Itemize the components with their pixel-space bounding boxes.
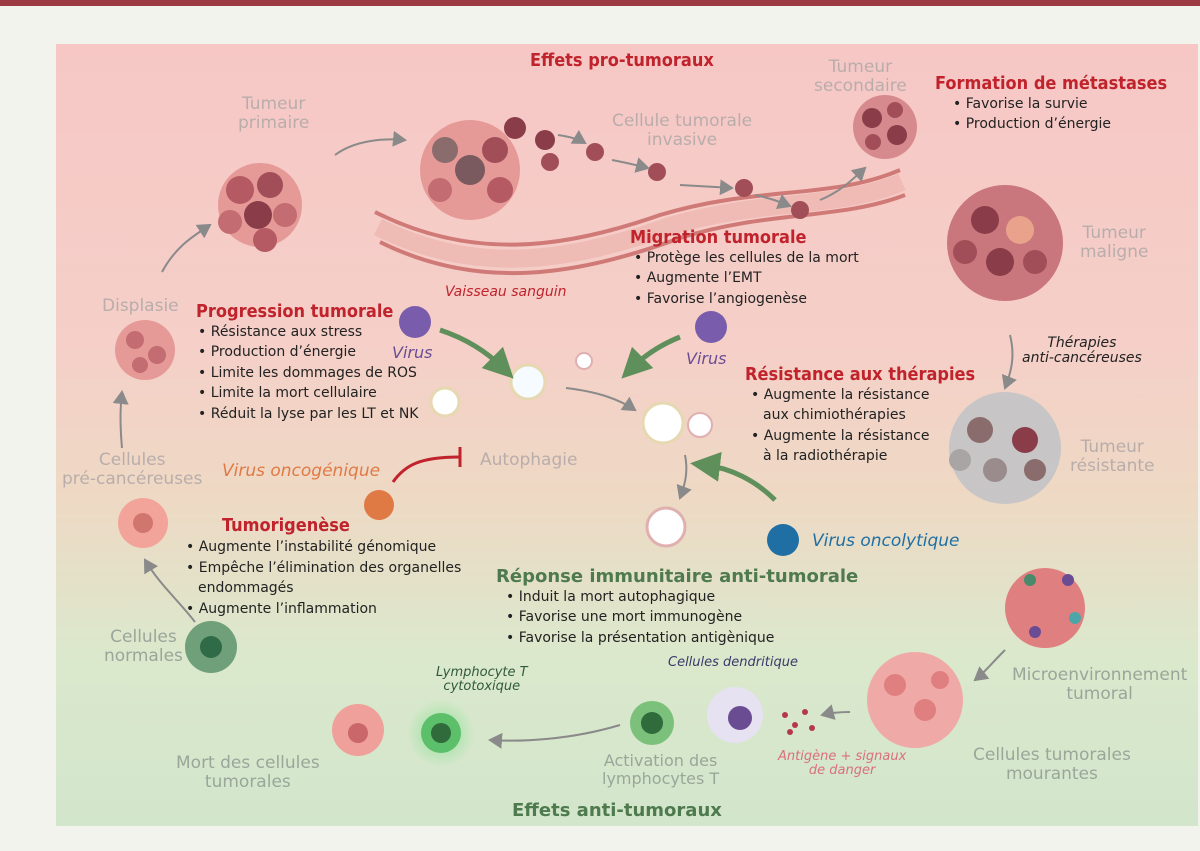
resistance-item: Augmente la résistance bbox=[751, 426, 975, 447]
virus-arrows bbox=[439, 327, 777, 502]
dead-tumor-cell bbox=[332, 704, 384, 756]
box-tumorigenesis: Tumorigenèse bbox=[222, 516, 350, 536]
resistant-tumor bbox=[949, 392, 1061, 504]
box-migration-title: Migration tumorale bbox=[630, 227, 807, 248]
pro-tumoral-title: Effets pro-tumoraux bbox=[530, 50, 714, 71]
resistance-item: Augmente la résistance bbox=[751, 385, 975, 406]
box-resistance: Résistance aux thérapies Augmente la rés… bbox=[745, 365, 975, 467]
tumorigenesis-item: Augmente l’instabilité génomique bbox=[186, 537, 461, 558]
label-dysplasia: Displasie bbox=[102, 296, 179, 316]
virus-blue bbox=[767, 524, 799, 556]
box-immune-response: Réponse immunitaire anti-tumorale Induit… bbox=[496, 567, 858, 648]
box-metastases-title: Formation de métastases bbox=[935, 73, 1168, 94]
tumorigenesis-item-cont: endommagés bbox=[198, 580, 294, 596]
dendritic-cell bbox=[707, 687, 763, 743]
immune-item: Favorise la présentation antigènique bbox=[506, 628, 858, 649]
immune-item: Induit la mort autophagique bbox=[506, 587, 858, 608]
progression-item: Résistance aux stress bbox=[198, 322, 418, 343]
immune-item: Favorise une mort immunogène bbox=[506, 607, 858, 628]
migration-item: Augmente l’EMT bbox=[634, 268, 859, 289]
label-autophagy: Autophagie bbox=[480, 450, 578, 470]
primary-tumor-cluster bbox=[218, 163, 302, 252]
label-blood-vessel: Vaisseau sanguin bbox=[445, 284, 567, 300]
cytotoxic-lymphocyte bbox=[407, 699, 475, 767]
metastases-item: Favorise la survie bbox=[953, 94, 1167, 115]
blood-vessel bbox=[373, 168, 906, 276]
flow-arrows bbox=[112, 129, 1017, 749]
progression-item: Limite les dommages de ROS bbox=[198, 363, 418, 384]
resistance-item-cont: à la radiothérapie bbox=[763, 448, 888, 465]
migration-item: Favorise l’angiogenèse bbox=[634, 289, 859, 310]
box-tumorigenesis-title: Tumorigenèse bbox=[222, 515, 350, 536]
migrating-cells bbox=[586, 143, 809, 219]
dysplasia-cells bbox=[115, 320, 175, 380]
tumorigenesis-list: Augmente l’instabilité génomique Empêche… bbox=[186, 537, 461, 619]
top-border bbox=[0, 0, 1200, 6]
metastases-item: Production d’énergie bbox=[953, 114, 1167, 135]
box-migration: Migration tumorale Protège les cellules … bbox=[630, 228, 859, 309]
activated-lymphocyte bbox=[630, 701, 674, 745]
tumorigenesis-item: Augmente l’inflammation bbox=[186, 599, 461, 620]
box-immune-title: Réponse immunitaire anti-tumorale bbox=[496, 566, 859, 587]
label-virus-2: Virus bbox=[686, 349, 727, 368]
dying-cells-cluster bbox=[867, 652, 963, 748]
malignant-tumor bbox=[947, 185, 1063, 301]
secondary-tumor bbox=[853, 95, 917, 159]
box-progression-title: Progression tumorale bbox=[196, 301, 394, 322]
precancer-cell bbox=[118, 498, 168, 548]
label-oncolytic-virus: Virus oncolytique bbox=[812, 531, 960, 551]
resistance-item-cont: aux chimiothérapies bbox=[763, 407, 906, 424]
progression-item: Réduit la lyse par les LT et NK bbox=[198, 404, 419, 425]
progression-item: Limite la mort cellulaire bbox=[198, 383, 418, 404]
microenvironment-cluster bbox=[1005, 568, 1085, 648]
label-dendritic-cells: Cellules dendritique bbox=[668, 655, 798, 670]
autophagy-vesicles bbox=[429, 352, 713, 548]
antigen-particles bbox=[782, 709, 815, 735]
normal-cell bbox=[185, 621, 237, 673]
box-resistance-title: Résistance aux thérapies bbox=[745, 364, 976, 385]
tumorigenesis-item: Empêche l’élimination des organelles bbox=[186, 558, 462, 579]
box-metastases: Formation de métastases Favorise la surv… bbox=[935, 74, 1167, 135]
virus-orange bbox=[364, 490, 394, 520]
progression-item: Production d’énergie bbox=[198, 342, 418, 363]
virus-purple-2 bbox=[695, 311, 727, 343]
invasive-tumor-cluster bbox=[420, 117, 559, 220]
migration-item: Protège les cellules de la mort bbox=[634, 248, 859, 269]
box-progression: Progression tumorale Résistance aux stre… bbox=[196, 302, 418, 424]
anti-tumoral-title: Effets anti-tumoraux bbox=[512, 800, 722, 821]
label-oncogenic-virus: Virus oncogénique bbox=[222, 461, 381, 481]
inhibition-line bbox=[391, 447, 462, 483]
